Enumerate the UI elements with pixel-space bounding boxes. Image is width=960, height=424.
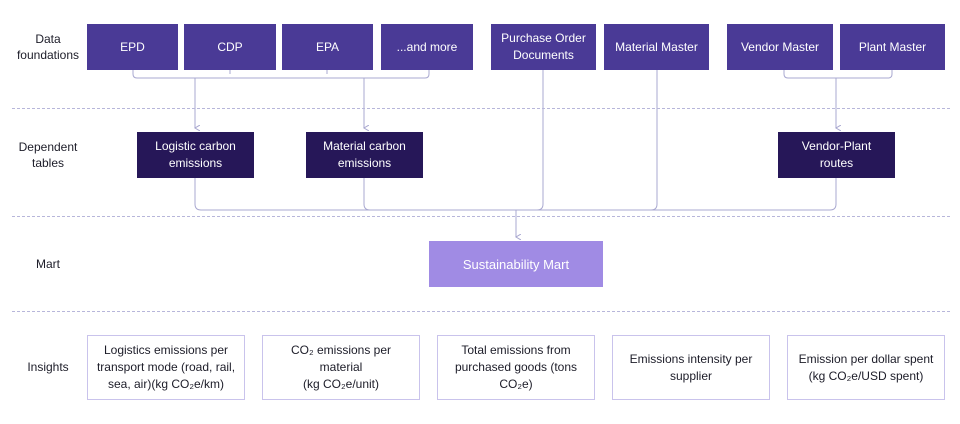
insight-total-emissions-label: Total emissions from purchased goods (to…: [454, 343, 578, 391]
mart-sustainability: Sustainability Mart: [429, 241, 603, 287]
insight-co2-material-label: CO₂ emissions per material (kg CO₂e/unit…: [290, 343, 392, 391]
separator: [12, 311, 950, 312]
foundation-plant-master: Plant Master: [840, 24, 945, 70]
dependent-logistic-carbon: Logistic carbon emissions: [137, 132, 254, 178]
insight-emissions-intensity-label: Emissions intensity per supplier: [629, 351, 753, 383]
insight-per-dollar-label: Emission per dollar spent (kg CO₂e/USD s…: [798, 351, 934, 383]
foundation-cdp-label: CDP: [217, 39, 243, 54]
foundation-epd: EPD: [87, 24, 178, 70]
insight-emissions-intensity: Emissions intensity per supplier: [612, 335, 770, 400]
dependent-vendor-plant-routes-label: Vendor-Plant routes: [801, 139, 872, 170]
foundation-purchase-orders-label: Purchase Order Documents: [501, 31, 586, 62]
foundation-material-master-label: Material Master: [615, 39, 698, 54]
insight-total-emissions: Total emissions from purchased goods (to…: [437, 335, 595, 400]
separator: [12, 108, 950, 109]
row-label-insights: Insights: [27, 360, 69, 374]
foundation-epa-label: EPA: [315, 39, 340, 54]
foundation-purchase-orders: Purchase Order Documents: [491, 24, 596, 70]
dependent-vendor-plant-routes: Vendor-Plant routes: [778, 132, 895, 178]
foundation-cdp: CDP: [184, 24, 276, 70]
separator: [12, 216, 950, 217]
dependent-material-carbon: Material carbon emissions: [306, 132, 423, 178]
dependent-logistic-carbon-label: Logistic carbon emissions: [155, 139, 236, 170]
insight-per-dollar: Emission per dollar spent (kg CO₂e/USD s…: [787, 335, 945, 400]
foundation-more: ...and more: [381, 24, 473, 70]
mart-sustainability-label: Sustainability Mart: [462, 256, 570, 272]
insight-logistics: Logistics emissions per transport mode (…: [87, 335, 245, 400]
foundation-plant-master-label: Plant Master: [858, 39, 927, 54]
foundation-more-label: ...and more: [396, 39, 458, 54]
foundation-vendor-master: Vendor Master: [727, 24, 833, 70]
insight-co2-material: CO₂ emissions per material (kg CO₂e/unit…: [262, 335, 420, 400]
foundation-epa: EPA: [282, 24, 373, 70]
dependent-material-carbon-label: Material carbon emissions: [323, 139, 406, 170]
foundation-epd-label: EPD: [120, 39, 145, 54]
insight-logistics-label: Logistics emissions per transport mode (…: [96, 343, 236, 391]
foundation-vendor-master-label: Vendor Master: [740, 39, 820, 54]
foundation-material-master: Material Master: [604, 24, 709, 70]
row-label-dependent: Dependent tables: [18, 140, 78, 170]
row-label-mart: Mart: [36, 257, 60, 271]
row-label-foundations: Data foundations: [16, 32, 80, 62]
